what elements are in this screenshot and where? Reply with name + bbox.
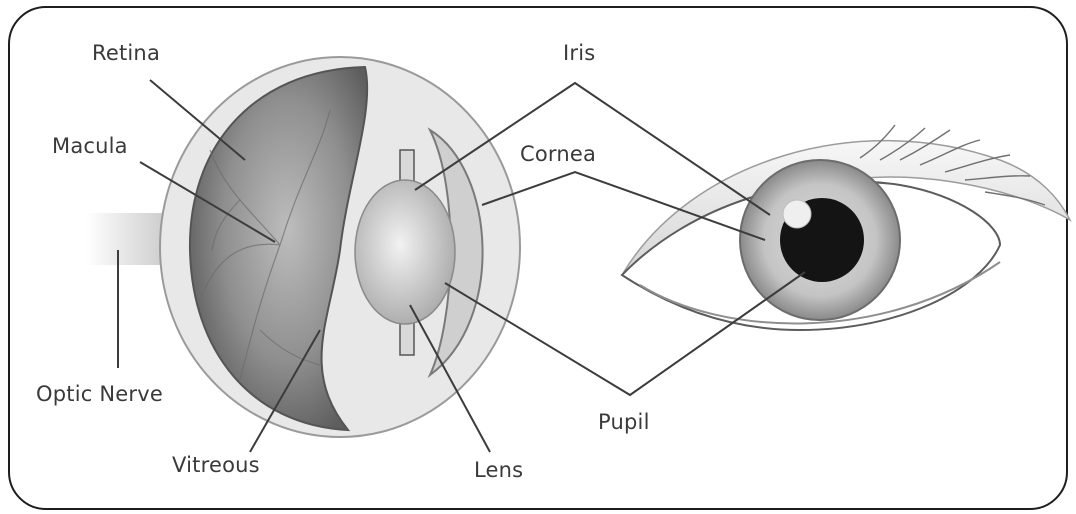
eyeball-cross-section <box>86 57 520 437</box>
label-macula: Macula <box>52 136 128 157</box>
label-vitreous: Vitreous <box>172 455 260 476</box>
label-pupil: Pupil <box>598 412 650 433</box>
pupil-highlight <box>783 200 811 228</box>
label-optic-nerve: Optic Nerve <box>36 384 163 405</box>
external-eye <box>622 125 1070 330</box>
label-iris: Iris <box>563 43 595 64</box>
label-retina: Retina <box>92 43 160 64</box>
lens-shape <box>355 180 455 324</box>
label-lens: Lens <box>474 460 523 481</box>
label-cornea: Cornea <box>520 144 596 165</box>
